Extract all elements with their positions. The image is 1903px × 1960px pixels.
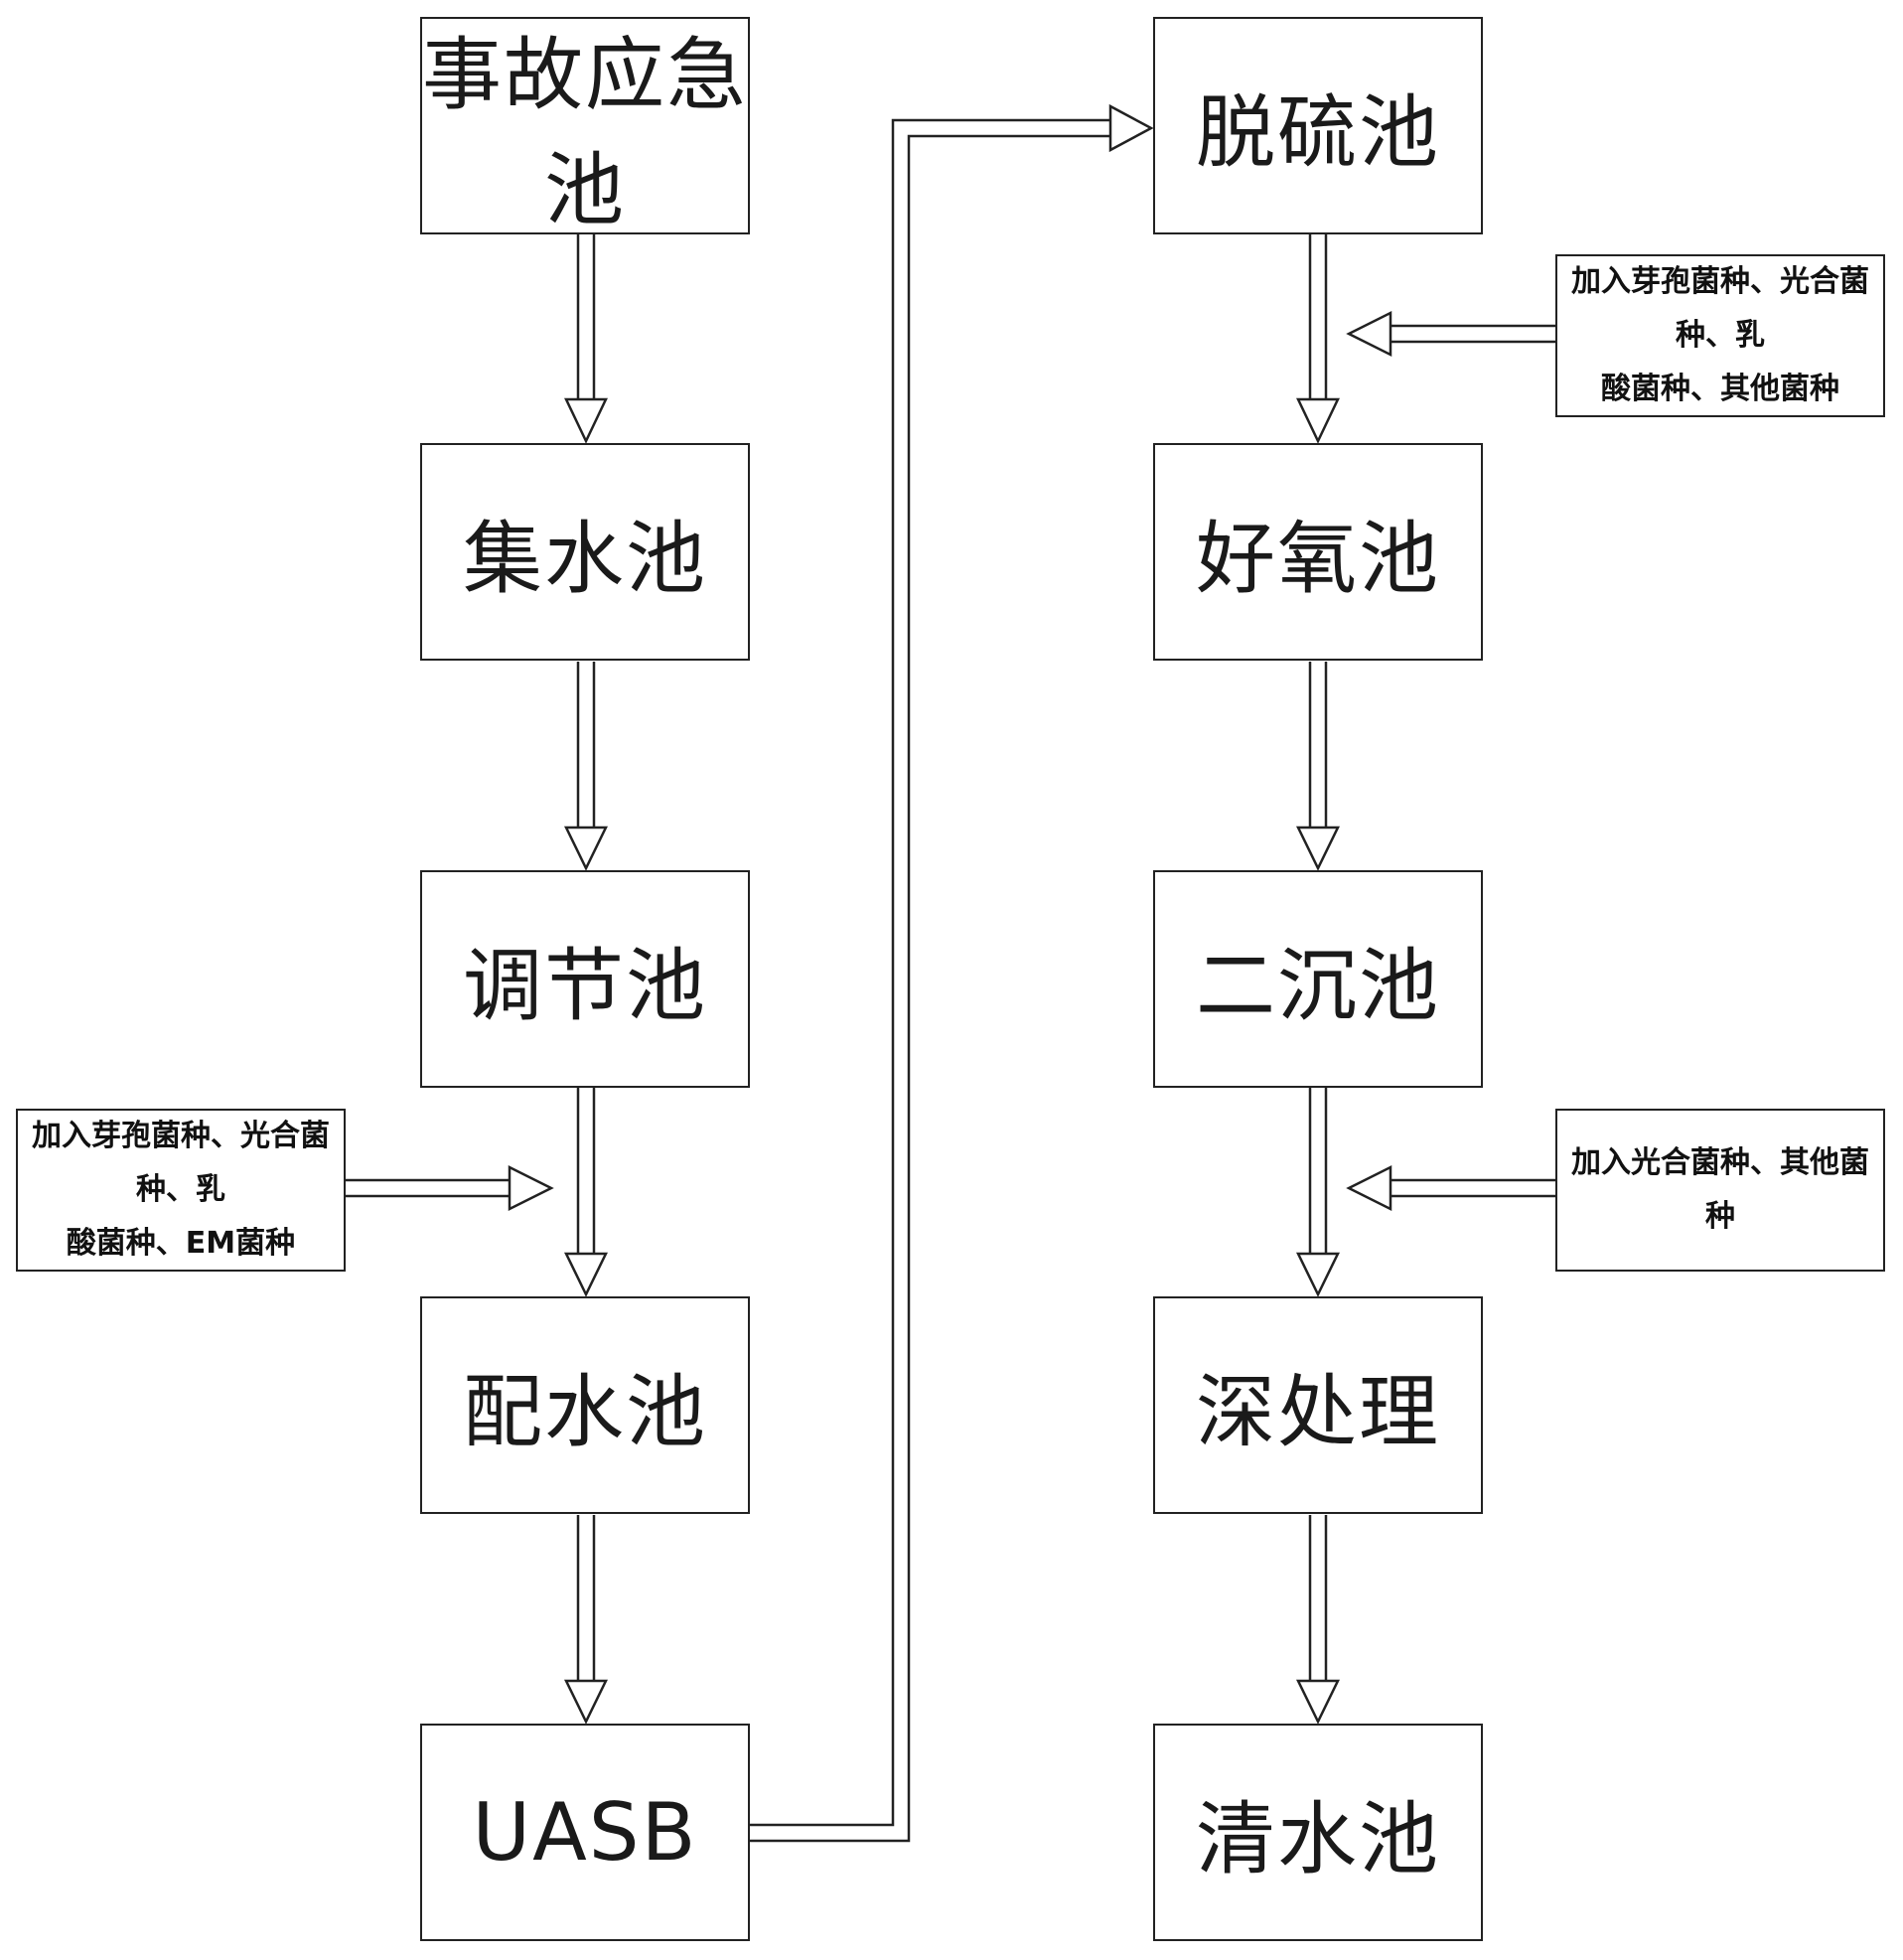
node-regulating-tank: 调节池 (420, 870, 750, 1088)
node-secondary-label: 二沉池 (1196, 939, 1440, 1032)
arrow-collection-to-regulating (563, 662, 609, 871)
node-distribution-tank: 配水池 (420, 1296, 750, 1514)
arrow-aerobic-to-secondary (1295, 662, 1341, 871)
arrow-right-dosing-top (1346, 310, 1555, 358)
note-right-dosing-bottom: 加入光合菌种、其他菌种 (1555, 1109, 1885, 1272)
node-collection-tank: 集水池 (420, 443, 750, 661)
node-collection-label: 集水池 (463, 512, 707, 605)
node-deep-treatment: 深处理 (1153, 1296, 1483, 1514)
node-emergency-label: 事故应急池 (422, 28, 748, 236)
note-left-dosing: 加入芽孢菌种、光合菌种、乳 酸菌种、EM菌种 (16, 1109, 346, 1272)
arrow-regulating-to-distribution (563, 1088, 609, 1297)
arrow-secondary-to-deep (1295, 1088, 1341, 1297)
note-left-line1: 加入芽孢菌种、光合菌种、乳 (32, 1119, 330, 1207)
node-uasb: UASB (420, 1724, 750, 1941)
arrow-deep-to-clearwater (1295, 1515, 1341, 1725)
node-clear-water-tank: 清水池 (1153, 1724, 1483, 1941)
note-right-top-line1: 加入芽孢菌种、光合菌种、乳 (1571, 264, 1869, 353)
arrow-distribution-to-uasb (563, 1515, 609, 1725)
node-emergency-tank: 事故应急池 (420, 17, 750, 236)
node-clearwater-label: 清水池 (1196, 1792, 1440, 1885)
note-right-dosing-top: 加入芽孢菌种、光合菌种、乳 酸菌种、其他菌种 (1555, 254, 1885, 417)
node-distribution-label: 配水池 (463, 1365, 707, 1458)
node-aerobic-label: 好氧池 (1196, 512, 1440, 605)
arrow-desulfurization-to-aerobic (1296, 234, 1340, 444)
arrow-uasb-to-desulfurization (750, 103, 1154, 1843)
note-right-top-line2: 酸菌种、其他菌种 (1601, 372, 1839, 406)
node-secondary-sedimentation-tank: 二沉池 (1153, 870, 1483, 1088)
arrow-emergency-to-collection (564, 234, 608, 444)
note-left-text: 加入芽孢菌种、光合菌种、乳 酸菌种、EM菌种 (28, 1110, 334, 1271)
node-desulfurization-tank: 脱硫池 (1153, 17, 1483, 234)
node-desulfurization-label: 脱硫池 (1196, 85, 1440, 179)
note-right-bottom-line1: 加入光合菌种、其他菌种 (1571, 1145, 1869, 1234)
node-deep-label: 深处理 (1196, 1365, 1440, 1458)
arrow-left-dosing (346, 1164, 554, 1212)
node-aerobic-tank: 好氧池 (1153, 443, 1483, 661)
note-right-top-text: 加入芽孢菌种、光合菌种、乳 酸菌种、其他菌种 (1567, 255, 1873, 416)
note-left-line2: 酸菌种、EM菌种 (66, 1226, 296, 1261)
note-right-bottom-text: 加入光合菌种、其他菌种 (1567, 1136, 1873, 1244)
arrow-right-dosing-bottom (1346, 1164, 1555, 1212)
node-regulating-label: 调节池 (463, 939, 707, 1032)
node-uasb-label: UASB (472, 1786, 698, 1879)
